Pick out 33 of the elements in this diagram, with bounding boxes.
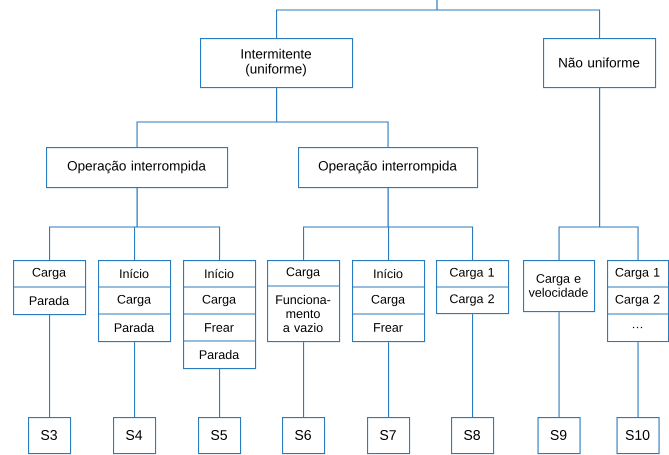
category-box: Não uniforme [543, 38, 656, 88]
stacked-box: Início Carga Parada [98, 260, 172, 342]
connector-line [472, 314, 474, 417]
connector-line [388, 188, 474, 260]
connector-line [599, 88, 639, 260]
connector-line [219, 369, 220, 417]
connector-line [303, 342, 304, 417]
category-box: Intermitente (uniforme) [200, 38, 354, 88]
connector-line [558, 312, 560, 417]
connector-line [49, 315, 50, 417]
label-box: S6 [282, 417, 326, 454]
label-box: S3 [28, 417, 72, 454]
category-box: Carga e velocidade [523, 260, 596, 312]
label-box: S8 [451, 417, 494, 454]
stacked-box: Início Carga Frear [352, 260, 426, 342]
connector-line [388, 342, 390, 417]
label-box: S5 [198, 417, 242, 454]
stacked-box: Carga 1 Carga 2 … [606, 260, 669, 342]
connector-line [134, 342, 136, 417]
connector-line [276, 88, 389, 147]
label-box: S4 [113, 417, 156, 454]
stacked-box: Carga 1 Carga 2 [436, 260, 510, 314]
stacked-box: Início Carga Frear Parada [182, 260, 256, 370]
connector-line [136, 188, 220, 260]
connector-line [638, 342, 639, 417]
category-box: Operação interrompida [46, 147, 228, 188]
connector-line [436, 0, 600, 38]
stacked-box: Carga Funciona-mento a vazio [266, 260, 340, 342]
label-box: S10 [616, 417, 660, 454]
stacked-box: Carga Parada [12, 260, 86, 316]
label-box: S7 [367, 417, 410, 454]
label-box: S9 [538, 417, 581, 454]
category-box: Operação interrompida [298, 147, 478, 188]
